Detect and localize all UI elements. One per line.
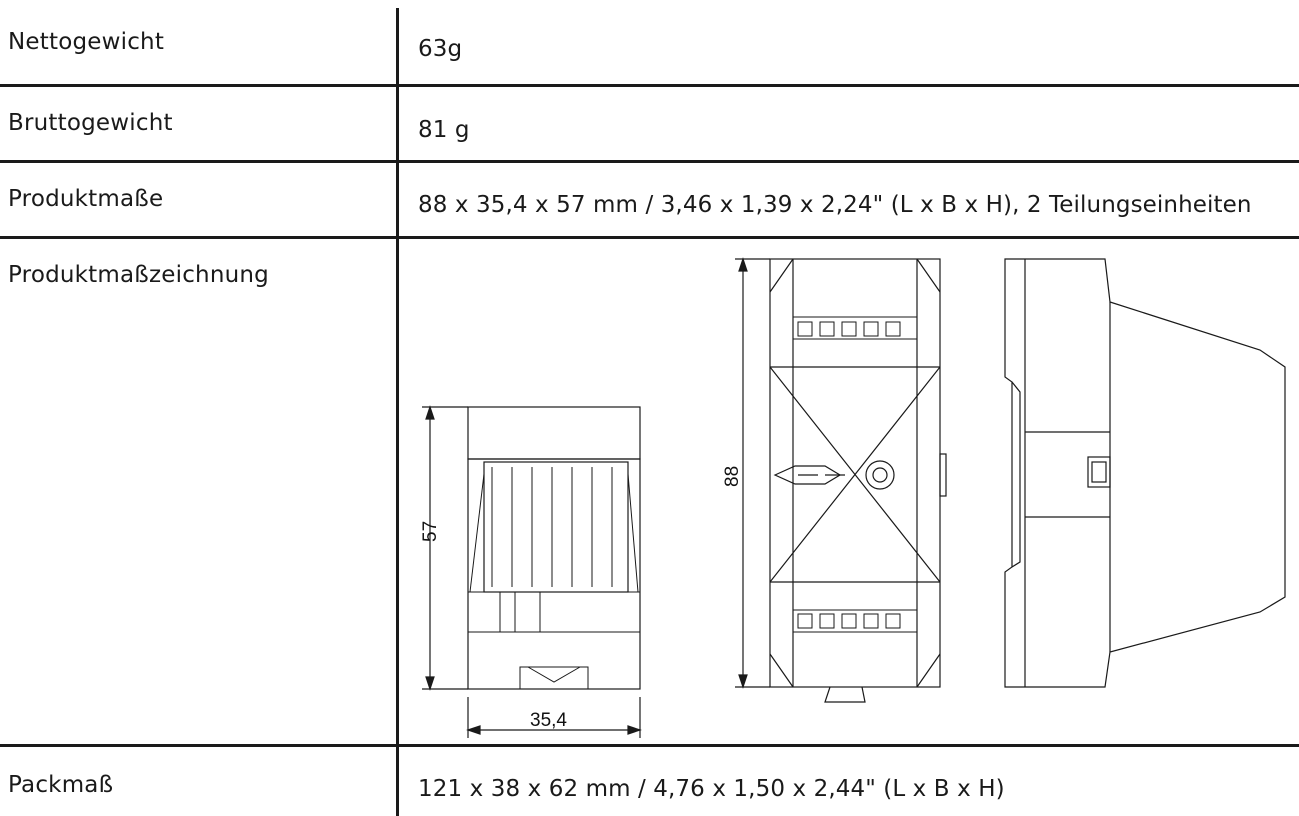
row-value-produktmasse: 88 x 35,4 x 57 mm / 3,46 x 1,39 x 2,24" … <box>418 192 1252 218</box>
row-value-bruttogewicht: 81 g <box>418 117 470 143</box>
row-divider <box>0 84 1299 87</box>
dimension-drawing: 57 35,4 <box>400 242 1299 744</box>
row-divider <box>0 160 1299 163</box>
column-divider <box>396 8 399 816</box>
dim-label-height: 57 <box>420 521 441 542</box>
dim-label-length: 88 <box>722 466 743 487</box>
top-view: 88 <box>722 257 947 703</box>
row-label-produktmasse: Produktmaße <box>8 186 164 212</box>
dim-label-width: 35,4 <box>530 710 567 731</box>
row-value-packmass: 121 x 38 x 62 mm / 4,76 x 1,50 x 2,44" (… <box>418 776 1005 802</box>
row-label-packmass: Packmaß <box>8 772 114 798</box>
row-divider <box>0 744 1299 747</box>
row-divider <box>0 236 1299 239</box>
row-value-nettogewicht: 63g <box>418 36 463 62</box>
side-view <box>1004 258 1286 688</box>
row-label-bruttogewicht: Bruttogewicht <box>8 110 173 136</box>
row-label-nettogewicht: Nettogewicht <box>8 29 165 55</box>
row-label-produktmasszeichnung: Produktmaßzeichnung <box>8 262 269 288</box>
front-view: 57 35,4 <box>420 405 642 738</box>
